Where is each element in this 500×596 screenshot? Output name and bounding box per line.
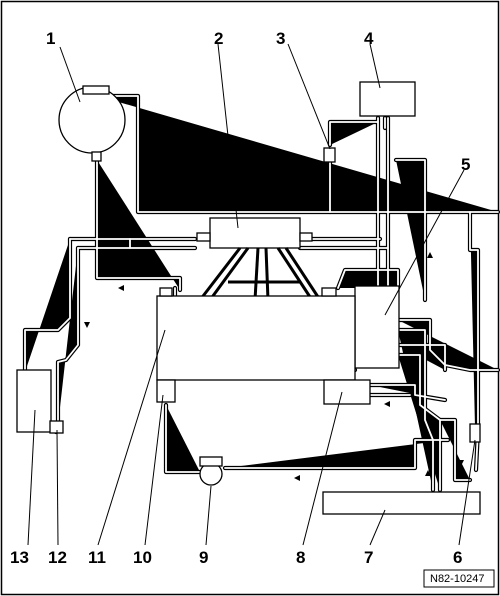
reference-code-box bbox=[423, 569, 495, 588]
pump-housing bbox=[199, 456, 223, 467]
callout-13: 13 bbox=[10, 548, 29, 567]
flow-arrow-up-right bbox=[427, 252, 433, 258]
heater-core bbox=[209, 217, 301, 249]
reservoir-cap bbox=[82, 85, 110, 95]
pipe-left-vertical-b bbox=[58, 248, 78, 425]
flow-arrow-left-drain bbox=[118, 285, 124, 291]
flow-arrows bbox=[54, 186, 464, 481]
callout-1: 1 bbox=[46, 29, 55, 48]
callout-9: 9 bbox=[199, 548, 208, 567]
pipe-upper-right bbox=[396, 160, 425, 300]
flow-arrow-down-tank bbox=[397, 189, 403, 195]
temperature-sender bbox=[156, 379, 176, 403]
flow-arrow-down-left bbox=[84, 322, 90, 328]
callout-7: 7 bbox=[364, 548, 373, 567]
flow-arrow-down-radiator bbox=[458, 460, 464, 466]
pipe-reservoir-drain bbox=[97, 160, 180, 290]
heater-connector-left bbox=[196, 232, 211, 242]
expansion-reservoir bbox=[58, 86, 126, 154]
heater-support-struts bbox=[198, 247, 322, 301]
pipe-expansion-feed bbox=[330, 122, 378, 145]
pipe-left-vertical-a bbox=[25, 239, 70, 372]
reservoir-outlet bbox=[91, 151, 102, 162]
pipe-reservoir-vent bbox=[98, 96, 498, 212]
callout-4: 4 bbox=[364, 29, 374, 48]
oil-cooler bbox=[323, 379, 371, 405]
thermostat-housing bbox=[354, 285, 400, 369]
callout-8: 8 bbox=[296, 548, 305, 567]
callout-12: 12 bbox=[48, 548, 67, 567]
auxiliary-tank bbox=[359, 81, 416, 117]
radiator-drain-valve bbox=[469, 423, 481, 443]
coolant-pipes bbox=[25, 96, 498, 490]
flow-arrow-left-pump bbox=[294, 475, 300, 481]
engine-port-left bbox=[159, 287, 173, 297]
flow-arrow-up-radiator bbox=[425, 470, 431, 476]
callout-11: 11 bbox=[88, 548, 106, 567]
flow-arrow-left-cooler bbox=[384, 401, 390, 407]
callout-leaders bbox=[27, 43, 476, 546]
radiator bbox=[322, 491, 481, 515]
flow-arrow-up-valve bbox=[367, 186, 373, 192]
callout-2: 2 bbox=[214, 29, 223, 48]
engine-port-right bbox=[321, 287, 337, 297]
callout-5: 5 bbox=[461, 155, 470, 174]
pipe-engine-top-right bbox=[338, 270, 398, 288]
cooler-connector bbox=[49, 420, 64, 434]
heater-connector-right bbox=[299, 232, 313, 242]
flow-arrow-up-left bbox=[54, 318, 60, 324]
pipe-pump-return bbox=[225, 440, 448, 468]
callout-3: 3 bbox=[276, 29, 285, 48]
pipe-pump-loop bbox=[166, 405, 200, 472]
callout-6: 6 bbox=[453, 548, 462, 567]
engine-block bbox=[156, 295, 356, 381]
check-valve bbox=[323, 147, 336, 163]
reference-code: N82-10247 bbox=[430, 573, 484, 585]
callout-10: 10 bbox=[133, 548, 152, 567]
